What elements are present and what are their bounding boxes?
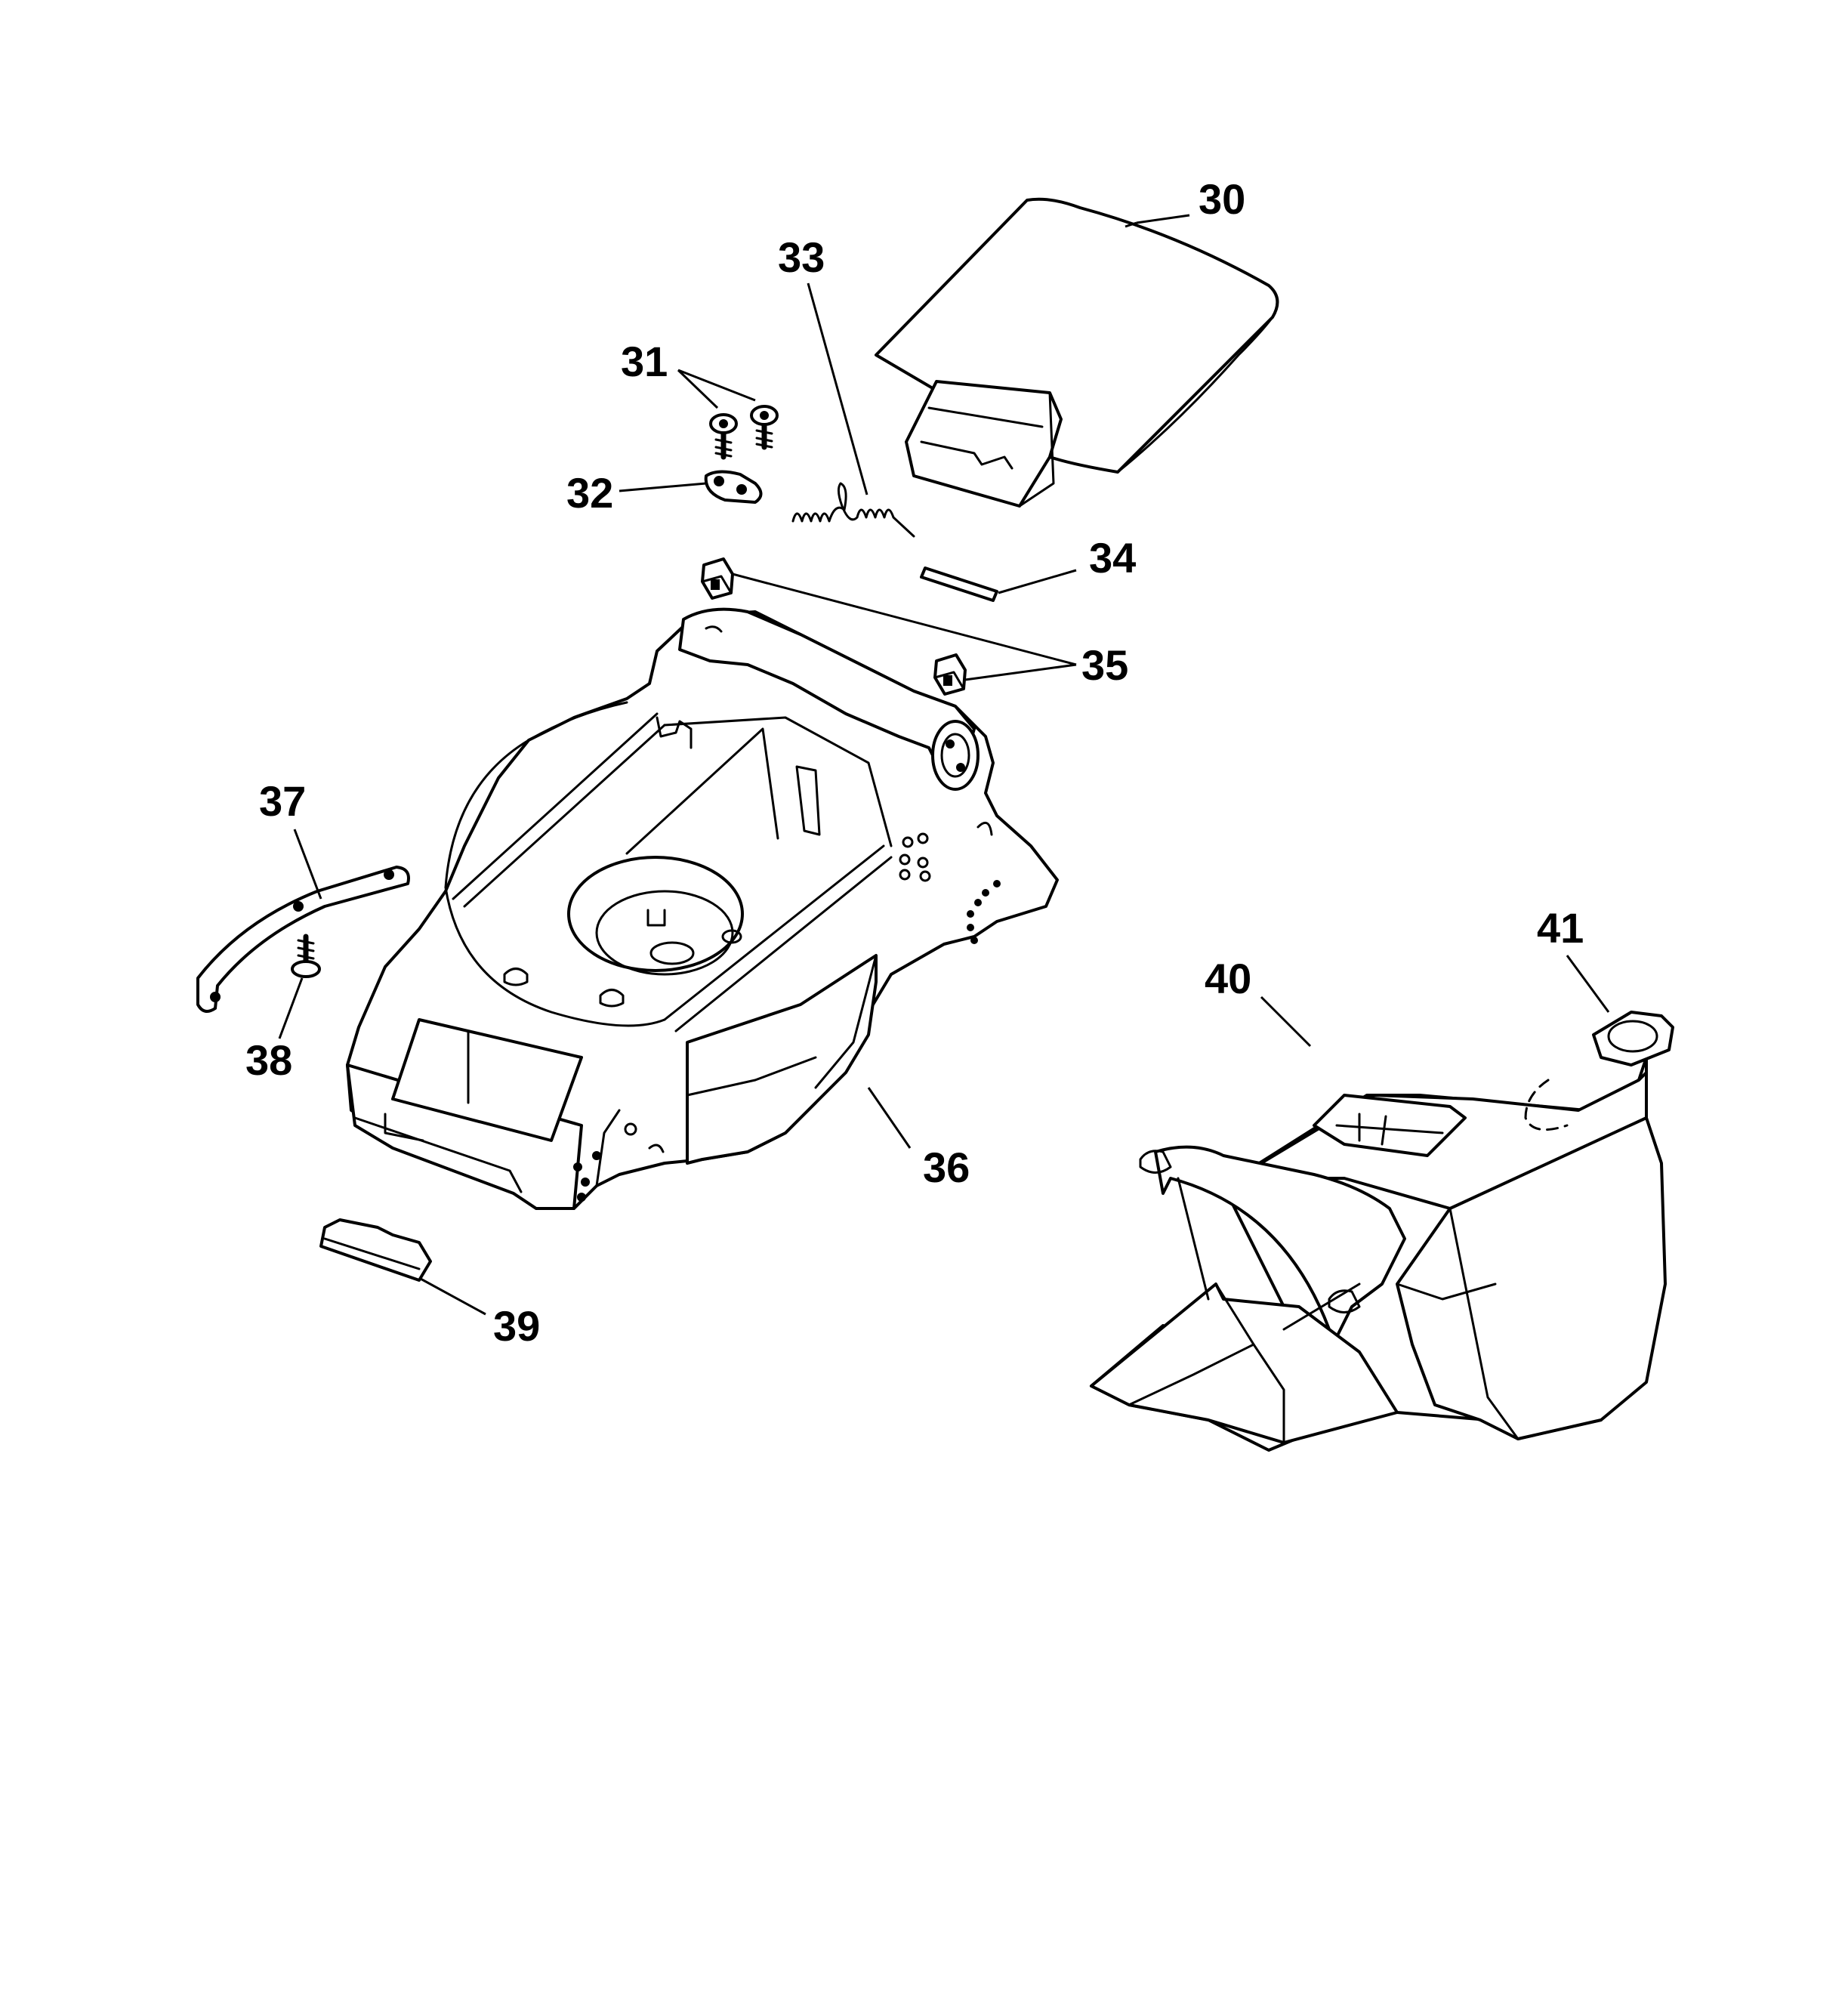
callout-37: 37 — [259, 777, 306, 825]
part-39-shield[interactable] — [319, 1218, 432, 1282]
callout-36: 36 — [923, 1144, 970, 1191]
callout-38: 38 — [245, 1036, 292, 1084]
callout-32: 32 — [566, 469, 613, 517]
part-34-pin[interactable] — [920, 566, 998, 602]
part-38-screw[interactable] — [291, 934, 321, 978]
part-36-deck[interactable] — [346, 607, 1059, 1210]
callout-30: 30 — [1199, 175, 1245, 223]
callout-33: 33 — [778, 233, 825, 281]
part-35-clip-left[interactable] — [701, 557, 734, 600]
callout-31: 31 — [621, 338, 668, 385]
part-41-cap[interactable] — [1592, 1011, 1674, 1066]
part-30-flap[interactable] — [875, 197, 1279, 508]
callout-41: 41 — [1537, 904, 1584, 952]
callout-39: 39 — [493, 1302, 540, 1350]
part-37-bracket[interactable] — [196, 866, 410, 1013]
part-32-plate[interactable] — [704, 470, 763, 504]
callout-40: 40 — [1205, 955, 1251, 1002]
callout-labels: 30 31 32 33 34 35 36 37 38 39 40 41 — [245, 175, 1584, 1350]
part-35-clip-right[interactable] — [933, 653, 967, 696]
part-31-bolts[interactable] — [709, 405, 779, 460]
part-33-spring[interactable] — [791, 482, 915, 538]
callout-34: 34 — [1089, 534, 1136, 582]
part-40-grassbox[interactable] — [1090, 1056, 1667, 1452]
leader-lines — [278, 214, 1610, 1316]
callout-35: 35 — [1081, 641, 1128, 689]
